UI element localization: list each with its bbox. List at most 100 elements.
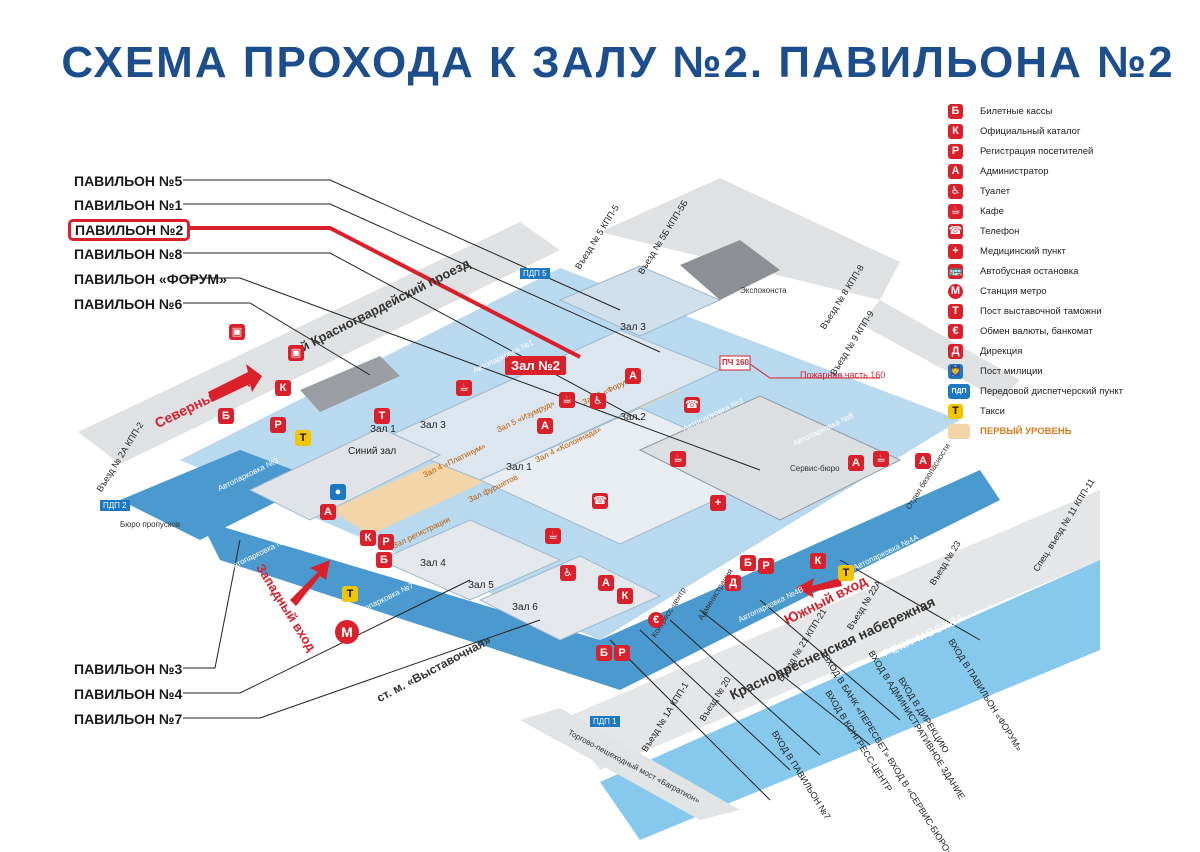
legend-label: Станция метро <box>980 286 1047 297</box>
catalog-icon[interactable]: К <box>617 588 633 604</box>
registration-icon[interactable]: Р <box>614 645 630 661</box>
hall-label: Синий зал <box>348 446 397 457</box>
leader-exit-4 <box>669 619 821 756</box>
legend-label: Официальный каталог <box>980 126 1081 137</box>
cafe-icon[interactable]: ☕ <box>559 392 575 408</box>
hall-label: Зал 3 <box>620 322 646 333</box>
pass-office-label: Бюро пропусков <box>120 520 181 529</box>
ticket-office-icon[interactable]: Б <box>376 552 392 568</box>
route-line <box>183 226 581 359</box>
fire-station-badge: ПЧ 160 <box>722 358 749 367</box>
toilet-icon[interactable]: ♿ <box>560 565 576 581</box>
legend-label: Билетные кассы <box>980 106 1053 117</box>
bagration-bridge <box>520 708 740 820</box>
leader-exit-3 <box>699 609 871 746</box>
bus-stop-icon[interactable]: ▣ <box>288 345 304 361</box>
legend-label: Такси <box>980 406 1005 417</box>
fire-station-label: Пожарная часть 160 <box>800 370 886 380</box>
phone-icon[interactable]: ☎ <box>684 397 700 413</box>
pavilion-5-label[interactable]: ПАВИЛЬОН №5 <box>74 173 183 189</box>
legend-label: Пост выставочной таможни <box>980 306 1102 317</box>
west-entrance-arrow <box>290 560 330 606</box>
currency-exchange-icon: € <box>948 324 963 339</box>
legend-item: Р Регистрация посетителей <box>948 144 1188 160</box>
registration-icon: Р <box>948 144 963 159</box>
hall-label: Зал 2 <box>620 412 646 423</box>
pavilion-6-label[interactable]: ПАВИЛЬОН №6 <box>74 296 183 312</box>
legend-item: ☎Телефон <box>948 224 1188 240</box>
directorate-icon: Д <box>948 344 963 359</box>
ticket-office-icon[interactable]: Б <box>596 645 612 661</box>
legend-item: Т Пост выставочной таможни <box>948 304 1188 320</box>
toilet-icon[interactable]: ♿ <box>590 393 606 409</box>
pavilion-4-label[interactable]: ПАВИЛЬОН №4 <box>74 686 183 702</box>
registration-icon[interactable]: Р <box>758 558 774 574</box>
pavilion-3-label[interactable]: ПАВИЛЬОН №3 <box>74 661 183 677</box>
ticket-office-icon[interactable]: Б <box>218 408 234 424</box>
pavilion-forum-label[interactable]: ПАВИЛЬОН «ФОРУМ» <box>74 271 227 287</box>
legend-label: Регистрация посетителей <box>980 146 1094 157</box>
fire-station-box <box>719 355 751 371</box>
medical-icon[interactable]: + <box>710 495 726 511</box>
leader-pav4 <box>183 579 471 694</box>
leader-pav6 <box>183 302 371 376</box>
taxi-icon[interactable]: Т <box>838 565 854 581</box>
pavilion-1-label[interactable]: ПАВИЛЬОН №1 <box>74 197 183 213</box>
ticket-office-icon[interactable]: Б <box>740 555 756 571</box>
catalog-icon: К <box>948 124 963 139</box>
registration-icon[interactable]: Р <box>378 534 394 550</box>
administrator-icon: А <box>948 164 963 179</box>
taxi-icon[interactable]: Т <box>342 586 358 602</box>
taxi-icon[interactable]: Т <box>295 430 311 446</box>
road-east <box>600 178 900 300</box>
metro-icon: М <box>948 284 963 299</box>
catalog-icon[interactable]: К <box>275 380 291 396</box>
cafe-icon[interactable]: ☕ <box>670 451 686 467</box>
customs-icon[interactable]: Т <box>374 408 390 424</box>
hall-label: Зал 4 <box>420 558 446 569</box>
administrator-icon[interactable]: А <box>915 453 931 469</box>
pavilion-forum-block <box>638 395 902 521</box>
administrator-icon[interactable]: А <box>625 368 641 384</box>
legend-item: ПЕРВЫЙ УРОВЕНЬ <box>948 424 1188 440</box>
cafe-icon[interactable]: ☕ <box>873 451 889 467</box>
metro-circle <box>335 620 359 644</box>
leader-pav7 <box>183 619 541 719</box>
pavilion-8-label[interactable]: ПАВИЛЬОН №8 <box>74 246 183 262</box>
phone-icon[interactable]: ☎ <box>592 493 608 509</box>
legend-label: Телефон <box>980 226 1020 237</box>
cafe-icon[interactable]: ☕ <box>545 528 561 544</box>
cafe-icon[interactable]: ☕ <box>456 380 472 396</box>
registration-icon[interactable]: Р <box>270 417 286 433</box>
customs-icon: Т <box>948 304 963 319</box>
legend-label: Дирекция <box>980 346 1023 357</box>
administrator-icon[interactable]: А <box>537 418 553 434</box>
administrator-icon[interactable]: А <box>848 455 864 471</box>
hall-label: Зал 1 <box>370 424 396 435</box>
legend-item: +Медицинский пункт <box>948 244 1188 260</box>
bus-stop-icon: 🚌 <box>948 264 963 279</box>
pavilion-3-block <box>378 519 562 601</box>
bus-stop-icon[interactable]: ▣ <box>229 324 245 340</box>
legend-label: Туалет <box>980 186 1011 197</box>
catalog-icon[interactable]: К <box>810 553 826 569</box>
leader-pav1 <box>183 203 661 353</box>
toilet-icon: ♿ <box>948 184 963 199</box>
pavilion-2-label[interactable]: ПАВИЛЬОН №2 <box>68 219 191 241</box>
police-post-icon[interactable]: ● <box>330 484 346 500</box>
administrator-icon[interactable]: А <box>598 575 614 591</box>
catalog-icon[interactable]: К <box>360 530 376 546</box>
administrator-icon[interactable]: А <box>320 504 336 520</box>
pavilion-7-label[interactable]: ПАВИЛЬОН №7 <box>74 711 183 727</box>
legend-label: Медицинский пункт <box>980 246 1066 257</box>
leader-pav3 <box>183 539 241 669</box>
hall-2-target-badge[interactable]: Зал №2 <box>505 356 566 375</box>
legend-label: Кафе <box>980 206 1004 217</box>
hall-label: Зал 3 <box>420 420 446 431</box>
directorate-icon[interactable]: Д <box>725 575 741 591</box>
currency-exchange-icon[interactable]: € <box>648 612 664 628</box>
south-entrance-arrow <box>796 578 842 598</box>
